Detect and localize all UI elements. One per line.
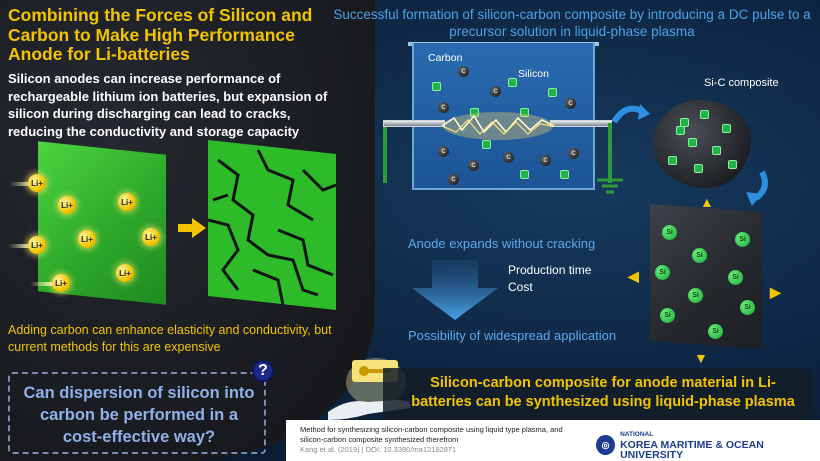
si-particle: Si: [688, 288, 703, 303]
ground-icon: [597, 178, 623, 194]
silicon-particle: [482, 140, 491, 149]
carbon-particle: C: [438, 146, 449, 157]
si-particle: Si: [660, 308, 675, 323]
silicon-particle: [432, 82, 441, 91]
expand-left-icon: ◀: [628, 268, 639, 284]
expand-down-icon: ▼: [694, 350, 708, 366]
right-arrow-icon: [178, 218, 206, 238]
carbon-particle: C: [448, 174, 459, 185]
curved-arrow-icon: [612, 104, 650, 124]
conclusion-box: Silicon-carbon composite for anode mater…: [383, 368, 813, 420]
possibility-text: Possibility of widespread application: [408, 328, 617, 343]
li-ion: Li+: [118, 193, 136, 211]
process-heading: Successful formation of silicon-carbon c…: [333, 7, 811, 39]
si-particle: Si: [728, 270, 743, 285]
li-ion: Li+: [52, 274, 70, 292]
li-ion: Li+: [78, 230, 96, 248]
silicon-particle: [694, 164, 703, 173]
conclusion-text: Silicon-carbon composite for anode mater…: [411, 375, 795, 410]
carbon-label: Carbon: [428, 52, 463, 64]
production-time-text: Production time: [508, 263, 592, 277]
page-title: Combining the Forces of Silicon and Carb…: [8, 5, 313, 64]
silicon-particle: [700, 110, 709, 119]
electrode-left: [383, 120, 445, 127]
si-particle: Si: [708, 324, 723, 339]
carbon-particle: C: [540, 155, 551, 166]
silicon-particle: [688, 138, 697, 147]
decrease-list: Production time Cost: [508, 262, 591, 296]
silicon-particle: [728, 160, 737, 169]
wire: [608, 123, 612, 183]
question-box: Can dispersion of silicon into carbon be…: [8, 372, 266, 454]
left-content: Combining the Forces of Silicon and Carb…: [0, 0, 375, 461]
silicon-particle: [668, 156, 677, 165]
silicon-particle: [508, 78, 517, 87]
li-ion: Li+: [142, 228, 160, 246]
electrode-right: [550, 120, 612, 127]
si-particle: Si: [735, 232, 750, 247]
citation: Kang et al. (2019) | DOI: 10.3390/ma1218…: [300, 445, 457, 454]
expand-right-icon: ▶: [770, 284, 781, 300]
si-particle: Si: [692, 248, 707, 263]
plasma-reactor: [412, 43, 595, 190]
carbon-particle: C: [565, 98, 576, 109]
li-ion: Li+: [28, 174, 46, 192]
curved-arrow-down-icon: [746, 170, 768, 206]
carbon-particle: C: [490, 86, 501, 97]
li-ion: Li+: [116, 264, 134, 282]
footer: Method for synthesizing silicon-carbon c…: [286, 420, 820, 461]
question-icon: ?: [252, 360, 274, 382]
li-ion: Li+: [28, 236, 46, 254]
silicon-particle: [520, 170, 529, 179]
university-emblem-icon: ◎: [596, 435, 616, 455]
reference-title: Method for synthesizing silicon-carbon c…: [300, 425, 563, 444]
si-particle: Si: [740, 300, 755, 315]
wire: [383, 123, 387, 183]
silicon-particle: [722, 124, 731, 133]
logo-big: KOREA MARITIME & OCEAN UNIVERSITY: [620, 439, 764, 461]
carbon-particle: C: [568, 148, 579, 159]
silicon-label: Silicon: [518, 68, 549, 80]
silicon-particle: [560, 170, 569, 179]
logo-small: NATIONAL: [620, 431, 654, 438]
reference: Method for synthesizing silicon-carbon c…: [300, 425, 580, 455]
carbon-note: Adding carbon can enhance elasticity and…: [8, 323, 332, 354]
university-logo: ◎ NATIONAL KOREA MARITIME & OCEAN UNIVER…: [596, 430, 820, 460]
carbon-particle: C: [458, 66, 469, 77]
li-ion: Li+: [58, 196, 76, 214]
carbon-particle: C: [438, 102, 449, 113]
si-particle: Si: [655, 265, 670, 280]
silicon-particle: [548, 88, 557, 97]
silicon-particle: [676, 126, 685, 135]
silicon-particle: [712, 146, 721, 155]
logo-text: NATIONAL KOREA MARITIME & OCEAN UNIVERSI…: [620, 430, 820, 460]
cost-text: Cost: [508, 280, 533, 294]
si-particle: Si: [662, 225, 677, 240]
composite-label: Si-C composite: [704, 77, 779, 89]
decrease-arrow-icon: [412, 260, 498, 320]
intro-text: Silicon anodes can increase performance …: [8, 71, 328, 139]
carbon-particle: C: [503, 152, 514, 163]
carbon-particle: C: [468, 160, 479, 171]
silicon-particle: [520, 108, 529, 117]
expand-text: Anode expands without cracking: [408, 236, 596, 251]
question-text: Can dispersion of silicon into carbon be…: [23, 384, 255, 446]
anode-panel-cracked: [208, 140, 336, 310]
expand-up-icon: ▲: [700, 194, 714, 210]
plasma-discharge: [441, 112, 555, 140]
